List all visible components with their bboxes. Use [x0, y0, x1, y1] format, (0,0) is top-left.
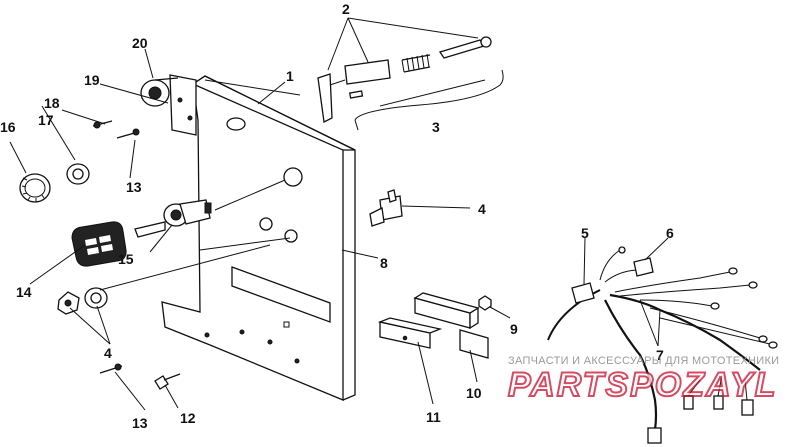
callout-17: 17	[38, 112, 54, 128]
part-17-nut	[66, 163, 90, 185]
callout-1: 1	[286, 68, 294, 84]
dash-panel	[161, 75, 356, 401]
part-12-bolt	[154, 373, 181, 390]
leader-lines	[9, 17, 669, 411]
part-9-nut	[478, 295, 492, 311]
callout-10: 10	[466, 385, 482, 401]
callout-20: 20	[132, 35, 148, 51]
callout-16: 16	[0, 119, 16, 135]
part-4-toggle-switch	[369, 189, 403, 227]
watermark-logo: PARTSPOZAYL	[508, 366, 777, 404]
part-16-knob	[19, 173, 51, 203]
callout-4-toggle: 4	[478, 201, 486, 217]
callout-9: 9	[510, 321, 518, 337]
callout-2: 2	[342, 1, 350, 17]
callout-4-grommets: 4	[104, 345, 112, 361]
callout-14: 14	[16, 284, 32, 300]
part-13-screw-bottom	[99, 363, 123, 374]
part-10-bracket	[413, 292, 489, 359]
callout-15: 15	[118, 251, 134, 267]
part-13-screw-top	[116, 128, 140, 139]
part-20-bracket	[140, 74, 197, 136]
callout-12: 12	[180, 410, 196, 426]
callout-11: 11	[426, 409, 441, 425]
part-14-cover	[71, 221, 127, 267]
callout-13-top: 13	[126, 179, 142, 195]
callout-8: 8	[380, 255, 388, 271]
callout-labels: 2 20 1 19 18 16 17 3 13 4 5 6 15 8 14 9 …	[0, 1, 674, 431]
part-18-screw	[92, 120, 113, 129]
watermark-tagline: ЗАПЧАСТИ И АКСЕССУАРЫ ДЛЯ МОТОТЕХНИКИ	[508, 355, 779, 367]
callout-19: 19	[84, 72, 100, 88]
part-2-lever	[317, 36, 492, 123]
callout-3: 3	[432, 119, 440, 135]
watermark: ЗАПЧАСТИ И АКСЕССУАРЫ ДЛЯ МОТОТЕХНИКИ PA…	[507, 355, 779, 405]
callout-13-bottom: 13	[132, 415, 148, 431]
part-3-bracket	[354, 69, 504, 121]
callout-6: 6	[666, 225, 674, 241]
callout-5: 5	[581, 225, 589, 241]
part-11-bracket	[377, 317, 443, 349]
callout-7: 7	[656, 347, 664, 363]
part-15-switch	[134, 199, 212, 238]
callout-18: 18	[44, 95, 60, 111]
wiring-harness	[547, 246, 778, 444]
part-4-grommets	[57, 287, 108, 315]
